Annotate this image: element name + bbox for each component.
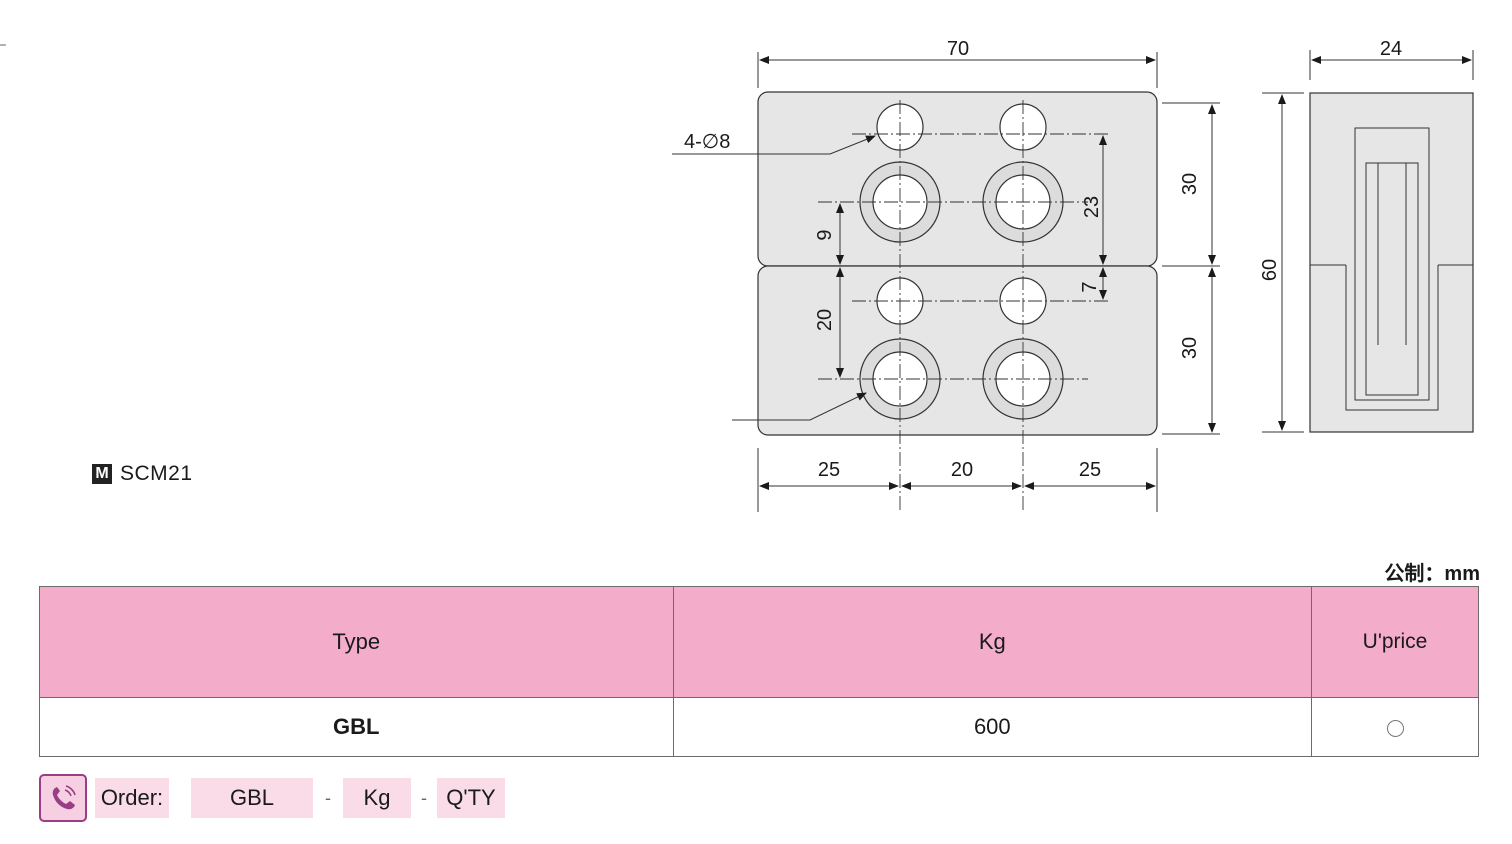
cell-kg: 600 xyxy=(672,697,1313,757)
front-view: 4-∅8 xyxy=(672,91,1158,512)
dim-side-width xyxy=(1309,50,1474,80)
technical-drawing: 4-∅8 70 30 30 23 7 9 20 25 20 25 xyxy=(0,38,1474,512)
table-row: GBL 600 xyxy=(39,697,1479,757)
dim-upper-height: 30 xyxy=(1179,173,1201,195)
phone-icon xyxy=(39,774,87,822)
order-label: Order: xyxy=(95,778,169,818)
spec-table: Type Kg U'price GBL 600 xyxy=(39,586,1479,757)
header-kg: Kg xyxy=(672,586,1313,698)
cell-type: GBL xyxy=(39,697,674,757)
cell-uprice xyxy=(1311,697,1479,757)
model-marker: M SCM21 xyxy=(92,462,193,486)
order-field-type[interactable]: GBL xyxy=(191,778,313,818)
dim-9: 9 xyxy=(814,229,836,240)
uprice-radio[interactable] xyxy=(1386,719,1404,737)
dim-overall-width-label: 70 xyxy=(947,38,969,60)
side-view xyxy=(1309,92,1474,433)
dim-side-height-label: 60 xyxy=(1259,259,1281,281)
table-header-row: Type Kg U'price xyxy=(39,586,1479,698)
dim-bottom-mid: 20 xyxy=(951,459,973,481)
dim-side-height xyxy=(1262,92,1304,433)
unit-label: 公制：mm xyxy=(1384,563,1480,585)
header-type: Type xyxy=(39,586,674,698)
order-field-qty[interactable]: Q'TY xyxy=(437,778,505,818)
order-line: Order: GBL - Kg - Q'TY xyxy=(39,774,505,822)
m-badge: M xyxy=(92,464,112,484)
dim-20-left: 20 xyxy=(814,309,836,331)
hole-callout: 4-∅8 xyxy=(684,131,730,153)
order-sep: - xyxy=(325,787,331,808)
dim-side-width-label: 24 xyxy=(1380,38,1402,60)
dim-lower-height: 30 xyxy=(1179,337,1201,359)
dim-right-heights xyxy=(1162,102,1220,435)
order-sep: - xyxy=(421,787,427,808)
center-lines xyxy=(818,100,1110,512)
dim-bottom-right: 25 xyxy=(1079,459,1101,481)
dim-hole-pitch-v: 23 xyxy=(1081,196,1103,218)
order-field-kg[interactable]: Kg xyxy=(343,778,411,818)
dim-bottom xyxy=(757,448,1158,512)
counterbore-leader xyxy=(732,392,867,421)
model-code: SCM21 xyxy=(120,462,193,485)
header-uprice: U'price xyxy=(1311,586,1479,698)
dim-7: 7 xyxy=(1079,281,1101,292)
dim-overall-width xyxy=(757,52,1158,88)
dim-bottom-left: 25 xyxy=(818,459,840,481)
hole-leader xyxy=(672,135,876,155)
